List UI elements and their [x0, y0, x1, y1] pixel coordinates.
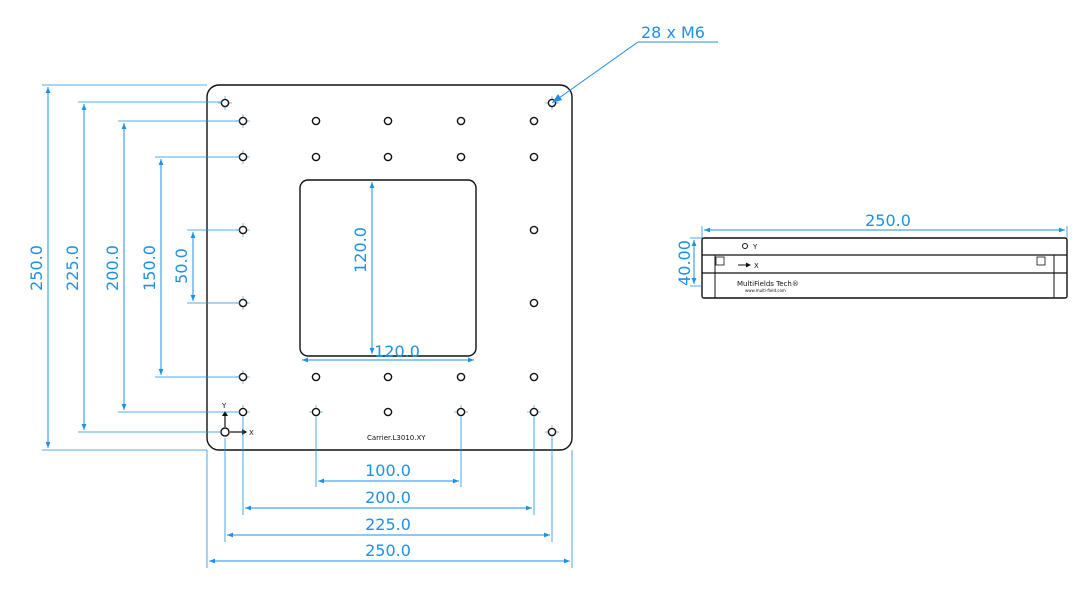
m6-hole [220, 98, 230, 108]
carrier-label: Carrier.L3010.XY [367, 434, 426, 442]
dim-opening-height: 120.0 [351, 227, 370, 273]
front-view: X Y Carrier.L3010.XY [206, 84, 573, 451]
dim-v-200: 200.0 [103, 245, 122, 291]
m6-hole [529, 298, 539, 308]
m6-hole [529, 225, 539, 235]
m6-hole [456, 407, 466, 417]
m6-hole [311, 116, 321, 126]
m6-hole [238, 407, 248, 417]
dim-v-225: 225.0 [63, 245, 82, 291]
m6-hole [383, 152, 393, 162]
front-axis-y: Y [221, 402, 227, 410]
m6-hole [238, 298, 248, 308]
side-axis-x: X [754, 262, 759, 270]
thread-callout: 28 x M6 [551, 23, 718, 104]
m6-hole [529, 372, 539, 382]
dim-v-250: 250.0 [27, 245, 46, 291]
dim-h-225: 225.0 [365, 515, 411, 534]
side-dim-width: 250.0 [865, 211, 911, 230]
m6-hole [456, 116, 466, 126]
m6-hole [529, 116, 539, 126]
dim-opening-width: 120.0 [374, 342, 420, 361]
side-dim-height: 40.00 [675, 240, 694, 286]
side-body [701, 237, 1068, 299]
side-axis-y: Y [752, 243, 758, 251]
m6-hole [311, 372, 321, 382]
m6-hole [529, 152, 539, 162]
m6-hole [238, 116, 248, 126]
thread-callout-text: 28 x M6 [641, 23, 705, 42]
front-axis-x: X [249, 429, 254, 437]
m6-hole [238, 152, 248, 162]
dim-h-200: 200.0 [365, 488, 411, 507]
m6-hole [238, 225, 248, 235]
m6-hole [547, 427, 557, 437]
m6-hole [456, 152, 466, 162]
brand-text: MultiFields Tech® [737, 280, 799, 288]
m6-hole [311, 152, 321, 162]
mounting-holes [218, 96, 559, 439]
dim-v-50: 50.0 [172, 248, 191, 284]
vertical-dimensions: 250.0 225.0 200.0 150.0 50.0 120.0 [27, 84, 375, 451]
side-view: Y X MultiFields Tech® www.multi-field.co… [675, 211, 1068, 299]
m6-hole [383, 116, 393, 126]
center-opening [299, 179, 477, 357]
horizontal-dimensions: 120.0 100.0 200.0 225.0 250.0 [206, 342, 573, 568]
dim-h-100: 100.0 [365, 461, 411, 480]
m6-hole [238, 372, 248, 382]
website-text: www.multi-field.com [745, 288, 786, 293]
m6-hole [311, 407, 321, 417]
m6-hole [529, 407, 539, 417]
dim-v-150: 150.0 [140, 245, 159, 291]
dim-h-250: 250.0 [365, 541, 411, 560]
m6-hole [456, 372, 466, 382]
m6-hole [383, 407, 393, 417]
m6-hole [383, 372, 393, 382]
